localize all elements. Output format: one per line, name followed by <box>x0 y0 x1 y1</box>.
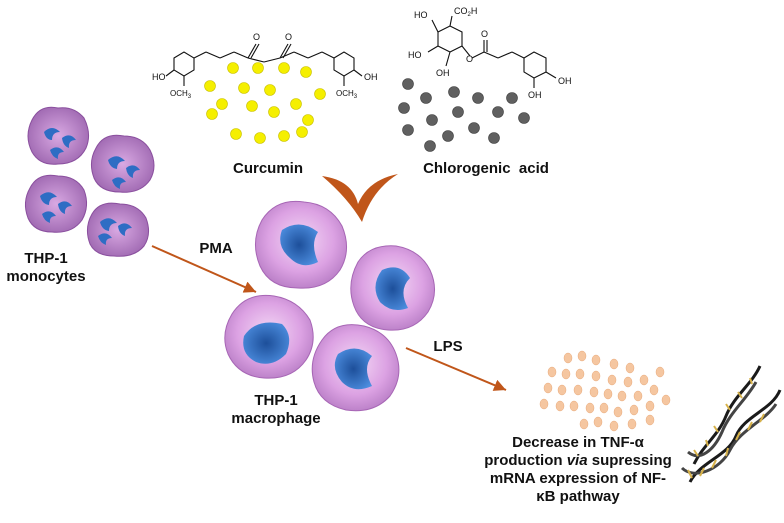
monocyte-cell-1 <box>27 106 90 165</box>
cga-ho-left: HO <box>408 50 422 60</box>
macrophage-cell-1 <box>255 200 347 289</box>
dna-helix-1 <box>680 389 782 483</box>
cga-ester-oxygen: O <box>466 54 473 64</box>
pma-label: PMA <box>199 240 233 257</box>
monocytes-label: THP-1 monocytes <box>4 250 88 286</box>
cga-oh-right: OH <box>558 76 572 86</box>
monocytes-label-line-2: monocytes <box>6 268 86 285</box>
monocyte-cluster <box>24 106 155 257</box>
macrophage-label-line-1: THP-1 <box>254 392 298 409</box>
chlorogenic-acid-dots <box>398 78 530 152</box>
monocyte-cell-4 <box>86 202 150 257</box>
result-caption: Decrease in TNF-α production via supress… <box>470 434 686 506</box>
result-line-2-c: supressing <box>587 452 672 469</box>
curcumin-label: Curcumin <box>232 160 303 177</box>
chlorogenic-acid-structure <box>427 15 557 88</box>
cga-oh-right-bottom: OH <box>528 90 542 100</box>
cga-oh-bottom: OH <box>436 68 450 78</box>
cytokine-particles <box>539 350 671 432</box>
result-line-1: Decrease in TNF-α <box>512 434 644 451</box>
result-line-2: production via supressing <box>470 452 686 470</box>
macrophage-cluster <box>224 200 435 412</box>
monocytes-label-line-1: THP-1 <box>24 250 68 267</box>
curcumin-oh-label: OH <box>364 72 378 82</box>
curcumin-dots <box>204 62 326 144</box>
dna-helix-2 <box>687 365 762 465</box>
lps-arrow <box>405 347 507 391</box>
result-line-2-via: via <box>566 452 588 469</box>
result-line-3: mRNA expression of NF- <box>489 470 667 487</box>
pma-arrow <box>151 245 257 293</box>
lps-label: LPS <box>433 338 463 355</box>
treatment-arrow <box>322 174 398 222</box>
macrophage-label: THP-1 macrophage <box>226 392 326 428</box>
macrophage-cell-3 <box>224 294 314 379</box>
monocyte-cell-2 <box>90 134 155 193</box>
cga-carbonyl-oxygen: O <box>481 29 488 39</box>
macrophage-cell-4 <box>311 324 400 412</box>
monocyte-cell-3 <box>24 174 88 233</box>
macrophage-label-line-2: macrophage <box>231 410 321 427</box>
curcumin-oxygen-1: O <box>253 32 260 42</box>
result-line-2-a: production <box>484 452 567 469</box>
cga-ho-top: HO <box>414 10 428 20</box>
curcumin-och3-right: OCH3 <box>336 89 358 100</box>
curcumin-oxygen-2: O <box>285 32 292 42</box>
chlorogenic-acid-label: Chlorogenic acid <box>423 160 549 177</box>
curcumin-structure <box>165 43 363 86</box>
cga-co2h: CO2H <box>454 6 477 18</box>
curcumin-ho-label: HO <box>152 72 166 82</box>
result-line-4: κB pathway <box>536 488 620 505</box>
curcumin-och3-left: OCH3 <box>170 89 192 100</box>
macrophage-cell-2 <box>350 245 435 331</box>
